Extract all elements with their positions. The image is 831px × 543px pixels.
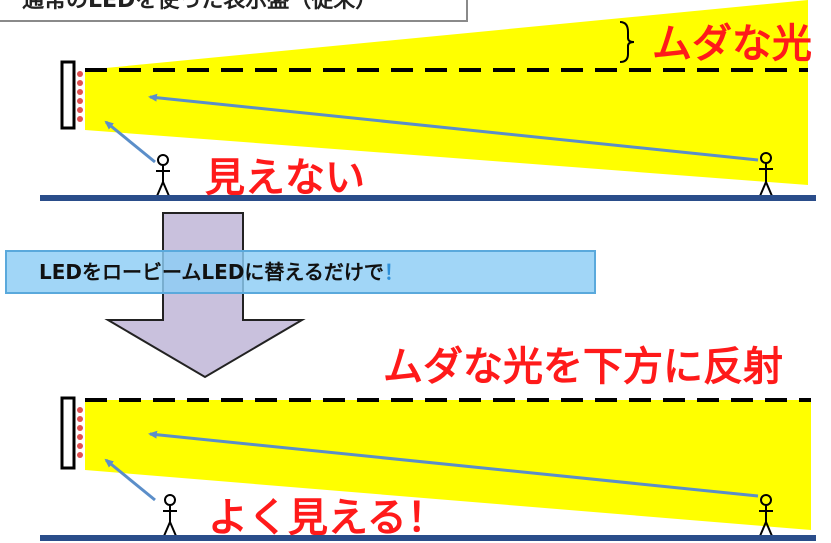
not-visible-label: 見えない bbox=[205, 155, 365, 201]
led-sign-top bbox=[60, 60, 83, 130]
sight-arrow-far-top bbox=[148, 93, 759, 162]
person-far-bottom bbox=[759, 494, 773, 537]
ground-line-top bbox=[40, 195, 816, 201]
clearly-visible-label: よく見える！ bbox=[208, 495, 447, 541]
reflect-downward-label: ムダな光を下方に反射 bbox=[383, 344, 783, 390]
sight-arrow-far-bottom bbox=[148, 430, 759, 498]
banner-text: LEDをロービームLEDに替えるだけで bbox=[39, 260, 384, 284]
ground-line-bottom bbox=[40, 535, 816, 541]
led-sign-bottom bbox=[60, 396, 83, 470]
wasted-light-brace bbox=[619, 21, 635, 63]
diagram-title: 通常のLEDを使った表示盤（従来） bbox=[0, 0, 468, 22]
sight-arrow-near-bottom bbox=[104, 458, 156, 502]
person-near-top bbox=[156, 154, 170, 197]
transition-down-arrow bbox=[104, 212, 306, 379]
sight-arrow-near-top bbox=[104, 120, 156, 164]
banner-exclamation: ！ bbox=[383, 260, 404, 284]
wasted-light-label: ムダな光 bbox=[652, 21, 812, 67]
person-near-bottom bbox=[163, 494, 177, 537]
instruction-banner: LEDをロービームLEDに替えるだけで！ bbox=[5, 250, 596, 294]
person-far-top bbox=[759, 152, 773, 197]
